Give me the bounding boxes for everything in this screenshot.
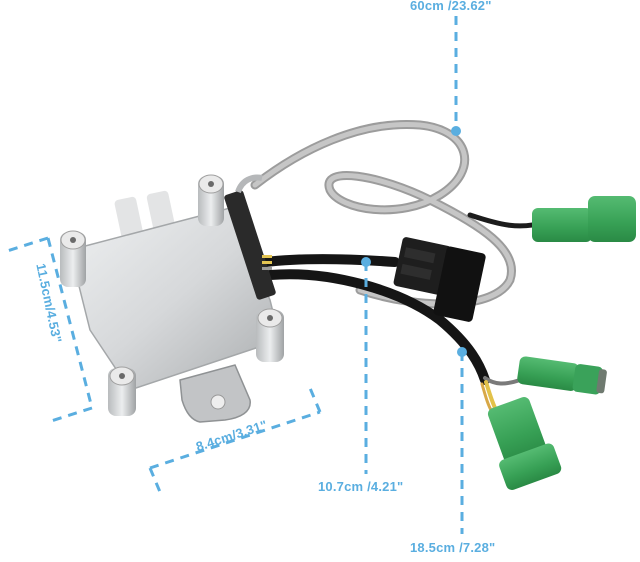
green-connector-top <box>532 196 636 242</box>
green-connector-large <box>487 397 562 490</box>
green-connector-small <box>517 356 607 395</box>
total-length-label: 60cm /23.62" <box>410 0 492 13</box>
dimension-lines <box>3 16 464 534</box>
dimension-points <box>361 126 467 357</box>
mounting-post <box>108 366 136 416</box>
black-lead-length-label: 10.7cm /4.21" <box>318 479 404 494</box>
mounting-post <box>198 174 224 226</box>
black-cable <box>260 254 522 414</box>
black-connector <box>393 237 486 322</box>
mounting-post <box>256 308 284 362</box>
green-lead-length-label: 18.5cm /7.28" <box>410 540 496 555</box>
mounting-post <box>60 230 86 287</box>
ignition-module <box>60 174 284 423</box>
